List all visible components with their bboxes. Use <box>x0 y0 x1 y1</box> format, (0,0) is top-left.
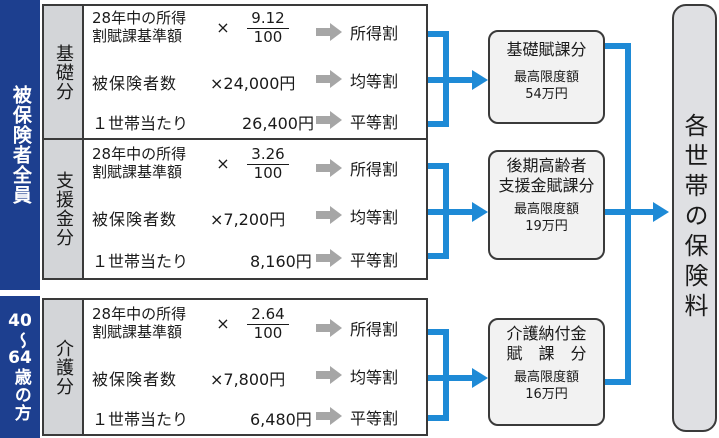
per-insured-label: 被保険者数 <box>92 74 178 93</box>
box-kiso-title: 基礎賦課分 <box>506 40 587 59</box>
rate-denominator: 100 <box>253 27 283 46</box>
per-insured-result: 均等割 <box>350 368 399 387</box>
per-insured-row: 被保険者数 ×7,200円 <box>92 206 285 230</box>
income-label-line1: 28年中の所得 <box>92 9 187 28</box>
final-household-premium-label: 各世帯の保険料 <box>680 113 708 323</box>
income-result: 所得割 <box>350 160 399 179</box>
per-insured-label: 被保険者数 <box>92 210 178 229</box>
rate-denominator: 100 <box>253 323 283 342</box>
income-row: 28年中の所得 割賦課基準額 × 3.26 100 <box>92 145 300 181</box>
gray-arrow-icon <box>316 249 342 267</box>
section-shienkin: 支援金分 28年中の所得 割賦課基準額 × 3.26 100 被保険者数 ×7,… <box>42 138 428 280</box>
box-kaigo-limit-value: 16万円 <box>525 386 568 402</box>
box-kaigo-title-line1: 介護納付金 <box>506 324 587 343</box>
section-kiso-label-col: 基礎分 <box>44 6 84 138</box>
per-household-amount: 6,480円 <box>250 410 312 429</box>
per-household-row: １世帯当たり 8,160円 <box>92 248 312 272</box>
per-insured-row: 被保険者数 ×24,000円 <box>92 70 295 94</box>
box-kaigo-limit-label: 最高限度額 <box>513 370 579 385</box>
per-insured-result: 均等割 <box>350 208 399 227</box>
per-household-row: １世帯当たり 6,480円 <box>92 406 312 430</box>
sidebar-all-insured-label: 被保険者全員 <box>9 85 32 205</box>
rate-denominator: 100 <box>253 163 283 182</box>
gray-arrow-icon <box>316 366 342 384</box>
sidebar-age-tilde: 〜 <box>10 331 31 349</box>
per-household-label: １世帯当たり <box>92 252 189 271</box>
income-label-line2: 割賦課基準額 <box>92 26 183 45</box>
times-sign: × <box>216 314 230 333</box>
box-shienkin-title-line2: 支援金賦課分 <box>498 176 595 195</box>
rate-fraction: 2.64 100 <box>236 306 300 341</box>
section-kiso: 基礎分 28年中の所得 割賦課基準額 × 9.12 100 被保険者数 ×24,… <box>42 4 428 140</box>
section-shienkin-label-col: 支援金分 <box>44 140 84 278</box>
section-kaigo-label-col: 介護分 <box>44 300 84 434</box>
section-kaigo-label: 介護分 <box>53 338 74 396</box>
section-shienkin-body: 28年中の所得 割賦課基準額 × 3.26 100 被保険者数 ×7,200円 … <box>84 140 426 278</box>
box-kiso-fuka: 基礎賦課分 最高限度額 54万円 <box>488 30 605 124</box>
sidebar-age-from: 40 <box>8 310 32 331</box>
income-label-line1: 28年中の所得 <box>92 145 187 164</box>
sidebar-age-40-64: 40 〜 64 歳の方 <box>0 296 40 438</box>
gray-arrow-icon <box>316 206 342 224</box>
section-kiso-label: 基礎分 <box>53 43 74 101</box>
box-shienkin-title-line1: 後期高齢者 <box>506 156 587 175</box>
gray-arrow-icon <box>316 159 342 177</box>
gray-arrow-icon <box>316 70 342 88</box>
gray-arrow-icon <box>316 111 342 129</box>
box-kaigo-fuka: 介護納付金 賦 課 分 最高限度額 16万円 <box>488 318 605 426</box>
income-label-line2: 割賦課基準額 <box>92 162 183 181</box>
rate-numerator: 2.64 <box>247 306 289 325</box>
box-kaigo-title-line2: 賦 課 分 <box>506 344 587 363</box>
rate-fraction: 3.26 100 <box>236 146 300 181</box>
box-kiso-limit-value: 54万円 <box>525 86 568 102</box>
arrowhead-1 <box>472 70 488 90</box>
income-result: 所得割 <box>350 24 399 43</box>
gray-arrow-icon <box>316 319 342 337</box>
sidebar-age-suffix: 歳の方 <box>10 368 31 423</box>
arrowhead-2 <box>472 202 488 222</box>
box-shienkin-fuka: 後期高齢者 支援金賦課分 最高限度額 19万円 <box>488 150 605 260</box>
final-household-premium: 各世帯の保険料 <box>672 4 717 432</box>
per-insured-amount: ×7,800円 <box>210 370 286 389</box>
box-shienkin-limit-value: 19万円 <box>525 218 568 234</box>
times-sign: × <box>216 18 230 37</box>
per-insured-amount: ×24,000円 <box>210 74 296 93</box>
section-kaigo-body: 28年中の所得 割賦課基準額 × 2.64 100 被保険者数 ×7,800円 … <box>84 300 426 434</box>
times-sign: × <box>216 154 230 173</box>
box-kiso-limit-label: 最高限度額 <box>513 70 579 85</box>
income-row: 28年中の所得 割賦課基準額 × 2.64 100 <box>92 305 300 341</box>
section-shienkin-label: 支援金分 <box>53 171 74 247</box>
income-label-line1: 28年中の所得 <box>92 305 187 324</box>
box-shienkin-limit-label: 最高限度額 <box>513 202 579 217</box>
arrowhead-3 <box>472 368 488 388</box>
per-household-result: 平等割 <box>350 409 399 428</box>
rate-numerator: 3.26 <box>247 146 289 165</box>
sidebar-all-insured: 被保険者全員 <box>0 0 40 290</box>
per-insured-row: 被保険者数 ×7,800円 <box>92 366 285 390</box>
rate-fraction: 9.12 100 <box>236 10 300 45</box>
per-household-result: 平等割 <box>350 251 399 270</box>
arrowhead-final <box>653 202 669 222</box>
per-household-label: １世帯当たり <box>92 114 189 133</box>
rate-numerator: 9.12 <box>247 10 289 29</box>
per-insured-amount: ×7,200円 <box>210 210 286 229</box>
per-household-label: １世帯当たり <box>92 410 189 429</box>
per-household-amount: 26,400円 <box>242 114 314 133</box>
per-insured-result: 均等割 <box>350 72 399 91</box>
section-kiso-body: 28年中の所得 割賦課基準額 × 9.12 100 被保険者数 ×24,000円… <box>84 6 426 138</box>
per-household-result: 平等割 <box>350 113 399 132</box>
per-household-row: １世帯当たり 26,400円 <box>92 110 314 134</box>
income-row: 28年中の所得 割賦課基準額 × 9.12 100 <box>92 9 300 45</box>
sidebar-age-to: 64 <box>8 347 32 368</box>
income-label-line2: 割賦課基準額 <box>92 322 183 341</box>
per-insured-label: 被保険者数 <box>92 370 178 389</box>
gray-arrow-icon <box>316 23 342 41</box>
section-kaigo: 介護分 28年中の所得 割賦課基準額 × 2.64 100 被保険者数 ×7,8… <box>42 298 428 436</box>
gray-arrow-icon <box>316 407 342 425</box>
income-result: 所得割 <box>350 320 399 339</box>
per-household-amount: 8,160円 <box>250 252 312 271</box>
